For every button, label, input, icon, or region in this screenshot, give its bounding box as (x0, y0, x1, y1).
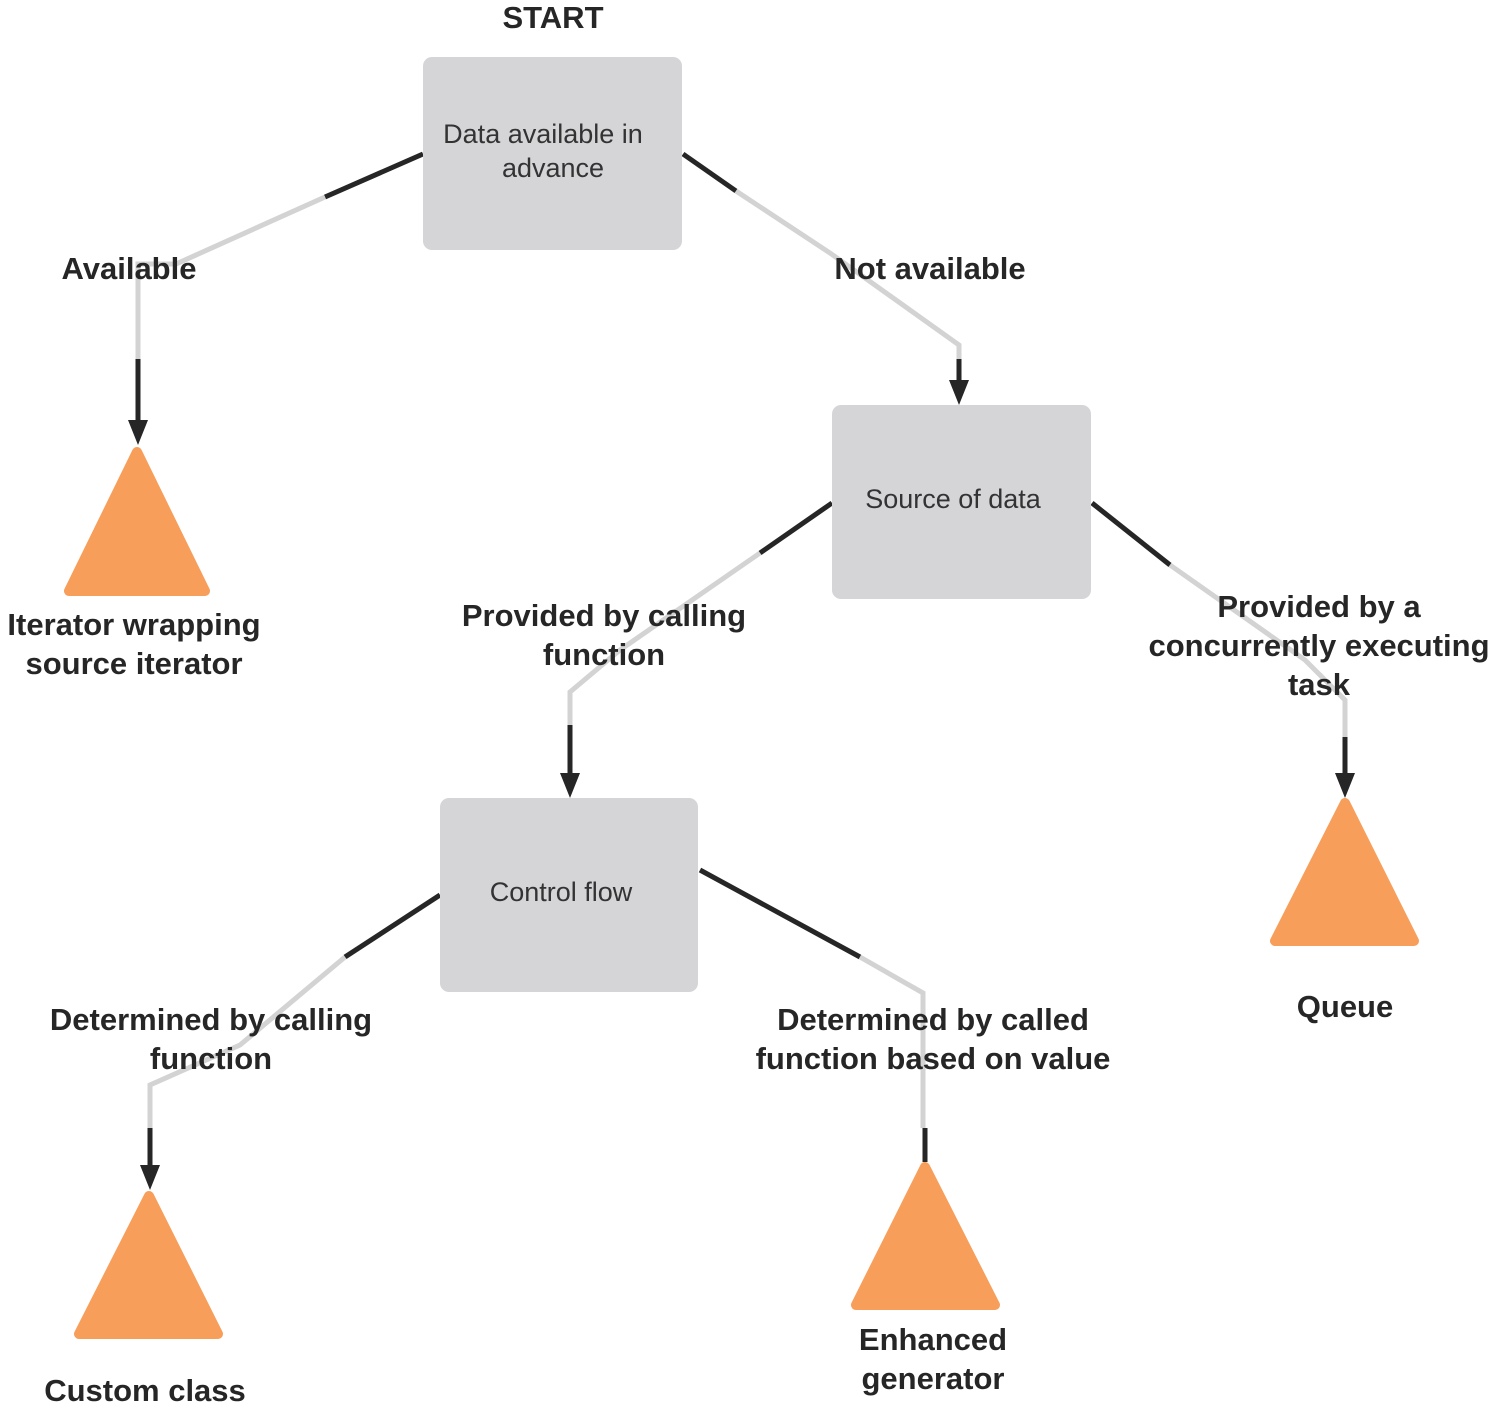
edge-label-provided-by-concurrent-line2: concurrently executing (1148, 628, 1489, 663)
edge-label-determined-by-calling-line1: Determined by calling (50, 1002, 372, 1037)
edge-label-provided-by-calling-line1: Provided by calling (462, 598, 746, 633)
start-label: START (502, 0, 603, 35)
edge-label-provided-by-concurrent-line3: task (1288, 667, 1351, 702)
outcome-node-custom-class: Custom class (44, 1191, 246, 1407)
decision-node-data-available: Data available in advance (423, 57, 682, 250)
edge-label-determined-by-called-line1: Determined by called (777, 1002, 1089, 1037)
connector-not-available (681, 151, 969, 405)
outcome-node-enhanced-generator: Enhanced generator (851, 1162, 1007, 1396)
connector-available (128, 151, 425, 445)
edge-label-not-available: Not available (834, 251, 1025, 286)
outcome-label-line2: source iterator (25, 646, 242, 681)
decision-node-source-of-data: Source of data (832, 405, 1091, 599)
connector-provided-by-concurrent (1090, 501, 1355, 798)
edge-label-provided-by-concurrent-line1: Provided by a (1217, 589, 1421, 624)
outcome-node-iterator: Iterator wrapping source iterator (7, 447, 261, 681)
node-label-line1: Data available in (443, 119, 643, 149)
connector-determined-by-called (698, 867, 928, 1162)
triangle-icon (64, 447, 210, 596)
edge-label-determined-by-called-line2: function based on value (756, 1041, 1111, 1076)
node-label: Source of data (865, 484, 1042, 514)
edge-label-provided-by-calling-line2: function (543, 637, 665, 672)
arrow-head-icon (1335, 773, 1355, 798)
outcome-label: Custom class (44, 1373, 246, 1407)
triangle-icon (74, 1191, 223, 1339)
outcome-label-line1: Enhanced (859, 1322, 1007, 1357)
edge-label-available: Available (62, 251, 197, 286)
outcome-node-queue: Queue (1270, 798, 1419, 1024)
arrow-head-icon (140, 1165, 160, 1190)
node-label-line2: advance (502, 153, 604, 183)
connector-provided-by-calling (560, 500, 834, 798)
triangle-icon (851, 1162, 1000, 1310)
triangle-icon (1270, 798, 1419, 946)
arrow-head-icon (949, 380, 969, 405)
arrow-head-icon (128, 420, 148, 445)
arrow-head-icon (560, 773, 580, 798)
node-label: Control flow (490, 877, 633, 907)
outcome-label-line2: generator (862, 1361, 1005, 1396)
outcome-label: Queue (1297, 989, 1393, 1024)
connector-determined-by-calling (140, 892, 442, 1190)
decision-node-control-flow: Control flow (440, 798, 698, 992)
outcome-label-line1: Iterator wrapping (7, 607, 260, 642)
edge-label-determined-by-calling-line2: function (150, 1041, 272, 1076)
